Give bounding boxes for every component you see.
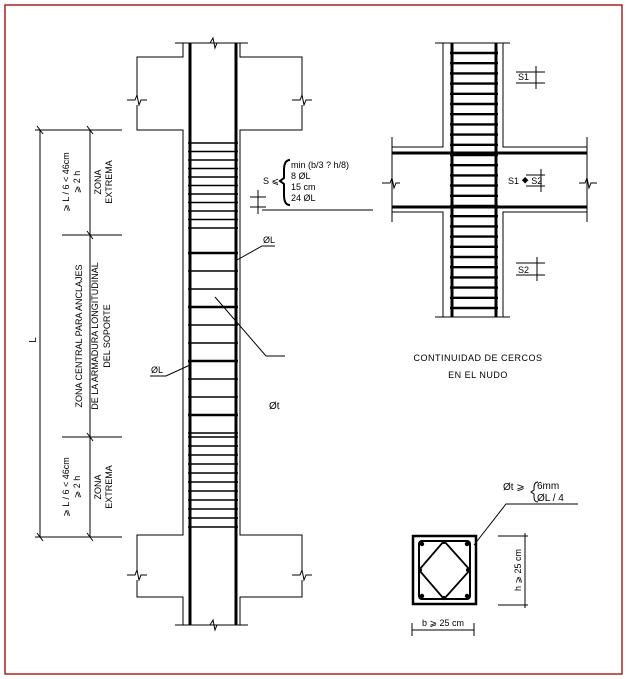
perimeter-stirrup	[418, 540, 471, 600]
spacing-rule-2: 8 ØL	[291, 171, 311, 181]
top-zone-label2: EXTREMA	[104, 160, 114, 204]
section-height-dim: h ⩾ 25 cm	[513, 549, 523, 591]
joint-caption-line2: EN EL NUDO	[448, 370, 508, 380]
section-stirrup-rule-label: Øt ⩾	[503, 482, 525, 493]
diamond-stirrup	[417, 539, 472, 601]
s2-label: S2	[518, 265, 529, 275]
section-stirrup-rule-1: 6mm	[537, 481, 559, 492]
long-bar-label-right: ØL	[263, 235, 275, 245]
rule-brace	[530, 481, 539, 503]
section-stirrup-rule-2: ØL / 4	[537, 493, 564, 504]
center-zone-line2: DE LA ARMADURA LONGITUDINAL	[90, 262, 100, 410]
bottom-zone-label2: EXTREMA	[104, 465, 114, 509]
bottom-zone-dim2: ⩾ 2 h	[72, 476, 82, 499]
column-outline	[136, 42, 303, 626]
spacing-rule-4: 24 ØL	[291, 193, 316, 203]
spacing-dimension	[250, 159, 373, 214]
joint-stirrups	[450, 51, 498, 310]
column-section: Øt ⩾ 6mm ØL / 4 h ⩾ 25 cm b ⩾ 25 cm	[411, 481, 578, 636]
s1-s2-label: S1 ⯁ S2	[508, 176, 542, 186]
center-zone-line1: ZONA CENTRAL PARA ANCLAJES	[74, 264, 84, 407]
long-bar-label-left: ØL	[151, 365, 163, 375]
column-stirrups	[188, 142, 238, 528]
bottom-zone-dim1: ⩾ L / 6 < 46cm	[61, 457, 71, 516]
spacing-rule-1: min (b/3 ? h/8)	[291, 160, 349, 170]
stirrup-label: Øt	[269, 401, 280, 412]
top-zone-label1: ZONA	[93, 169, 103, 194]
total-length-label: L	[28, 337, 39, 343]
s1-label: S1	[518, 72, 529, 82]
leader-lines	[150, 245, 285, 377]
top-zone-dim1: ⩾ L / 6 < 46cm	[61, 152, 71, 211]
joint-detail: S1 S1 ⯁ S2 S2 CONTINUIDAD DE CERCOS EN E…	[382, 42, 597, 380]
spacing-label: S ⩽	[263, 176, 279, 186]
section-outline	[411, 534, 478, 606]
section-width-dim: b ⩾ 25 cm	[422, 618, 464, 628]
zone-dimensions	[35, 125, 122, 542]
top-zone-dim2: ⩾ 2 h	[72, 171, 82, 194]
bottom-zone-label1: ZONA	[93, 474, 103, 499]
section-dims	[411, 503, 578, 636]
center-zone-line3: DEL SOPORTE	[102, 304, 112, 368]
column-elevation: L ⩾ L / 6 < 46cm ⩾ 2 h ZONA EXTREMA ZONA…	[28, 36, 373, 632]
section-bars	[418, 540, 470, 600]
break-symbols	[127, 36, 312, 632]
spacing-rule-3: 15 cm	[291, 182, 316, 192]
joint-spacing-dims	[516, 66, 545, 281]
joint-caption-line1: CONTINUIDAD DE CERCOS	[413, 353, 542, 363]
drawing-frame	[4, 4, 623, 675]
